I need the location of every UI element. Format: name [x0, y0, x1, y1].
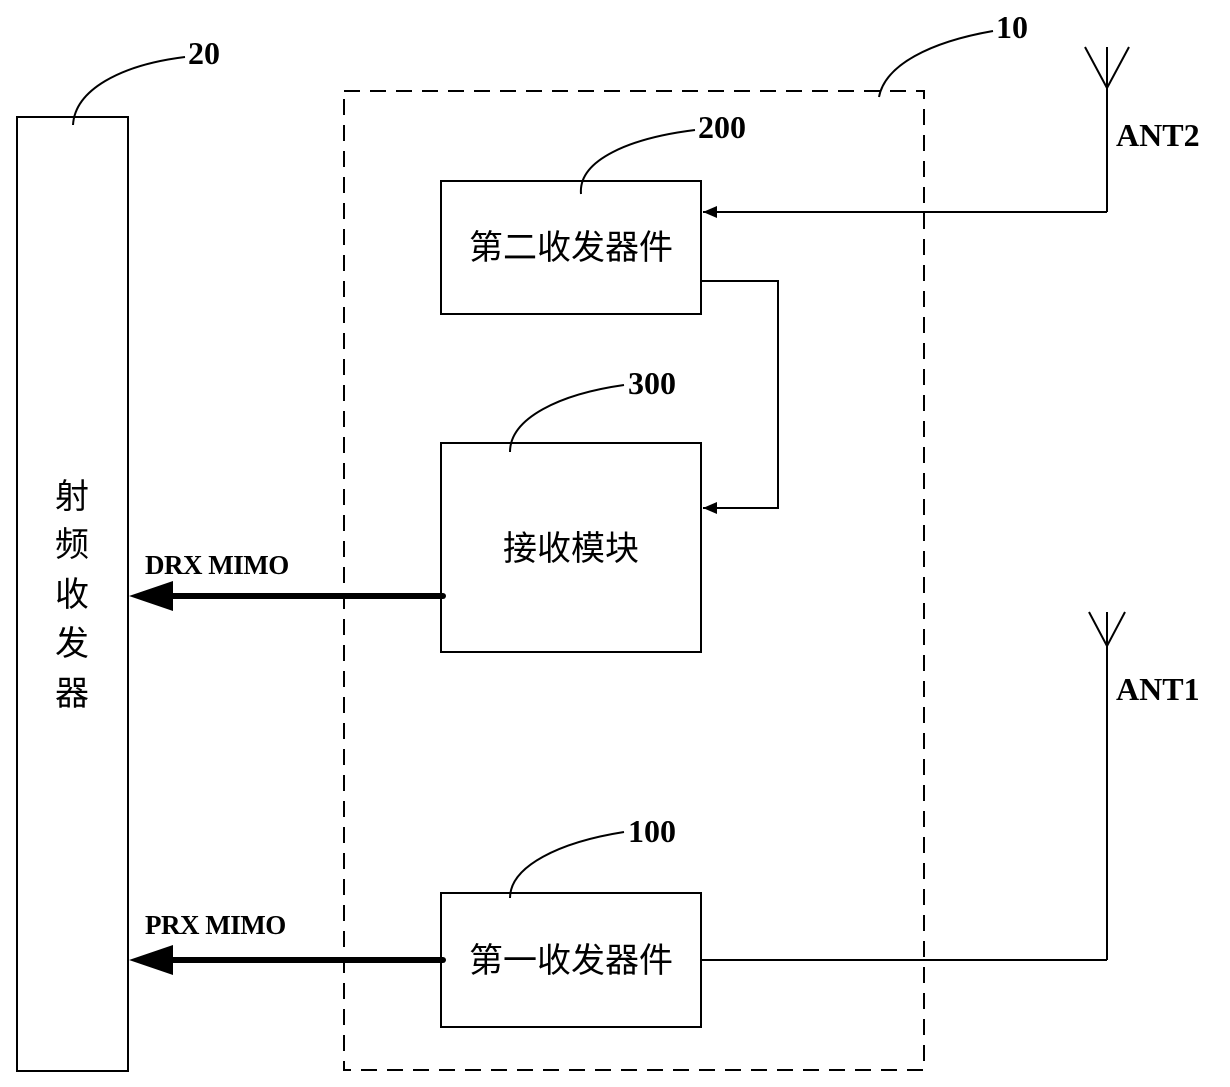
ref-number-200: 200 — [698, 109, 746, 145]
rf-transceiver-char-3: 收 — [55, 575, 89, 615]
ref-number-20: 20 — [188, 35, 220, 71]
module-group-dashed-border — [343, 90, 925, 1071]
second-transceiver-box — [440, 180, 702, 315]
first-transceiver-label: 第一收发器件 — [469, 941, 673, 981]
ref-number-100: 100 — [628, 813, 676, 849]
drx-mimo-signal: DRX MIMO — [129, 550, 446, 611]
ref-callout-100: 100 — [509, 813, 676, 899]
ref-number-10: 10 — [996, 9, 1028, 45]
prx-mimo-arrowhead — [129, 945, 173, 975]
ref-callout-20: 20 — [72, 35, 220, 126]
rf-transceiver-char-4: 发 — [55, 624, 89, 664]
antenna-ant2-label: ANT2 — [1116, 117, 1200, 153]
callout-leader-line — [509, 384, 625, 453]
receive-module-block: 接收模块 — [440, 442, 702, 653]
second-transceiver-block: 第二收发器件 — [440, 180, 702, 315]
callout-leader-line — [878, 30, 994, 98]
ref-number-300: 300 — [628, 365, 676, 401]
second-transceiver-label: 第二收发器件 — [469, 228, 673, 268]
drx-mimo-arrowhead — [129, 581, 173, 611]
ref-callout-200: 200 — [579, 109, 746, 195]
first-transceiver-block: 第一收发器件 — [440, 892, 702, 1028]
antenna-ant1-label: ANT1 — [1116, 671, 1200, 707]
rf-transceiver-char-5: 器 — [55, 674, 89, 714]
antenna-ant1: ANT1 — [1088, 611, 1200, 960]
prx-mimo-label: PRX MIMO — [145, 910, 286, 940]
ref-callout-10: 10 — [878, 9, 1028, 98]
drx-mimo-label: DRX MIMO — [145, 550, 289, 580]
receive-module-box — [440, 442, 702, 653]
callout-leader-line — [579, 129, 696, 195]
antenna-icon — [1084, 46, 1130, 91]
rf-transceiver-block: 射 频 收 发 器 — [16, 116, 129, 1072]
rf-transceiver-char-1: 射 — [55, 477, 89, 517]
receive-module-label: 接收模块 — [503, 529, 639, 569]
callout-leader-line — [72, 56, 186, 126]
antenna-icon — [1088, 611, 1126, 649]
rf-transceiver-char-2: 频 — [55, 525, 89, 565]
ref-callout-300: 300 — [509, 365, 676, 453]
prx-mimo-signal: PRX MIMO — [129, 910, 446, 975]
callout-leader-line — [509, 831, 625, 899]
antenna-ant2: ANT2 — [1084, 46, 1200, 212]
rf-transceiver-box — [16, 116, 129, 1072]
second-transceiver-to-receive-module-connector — [701, 280, 779, 514]
